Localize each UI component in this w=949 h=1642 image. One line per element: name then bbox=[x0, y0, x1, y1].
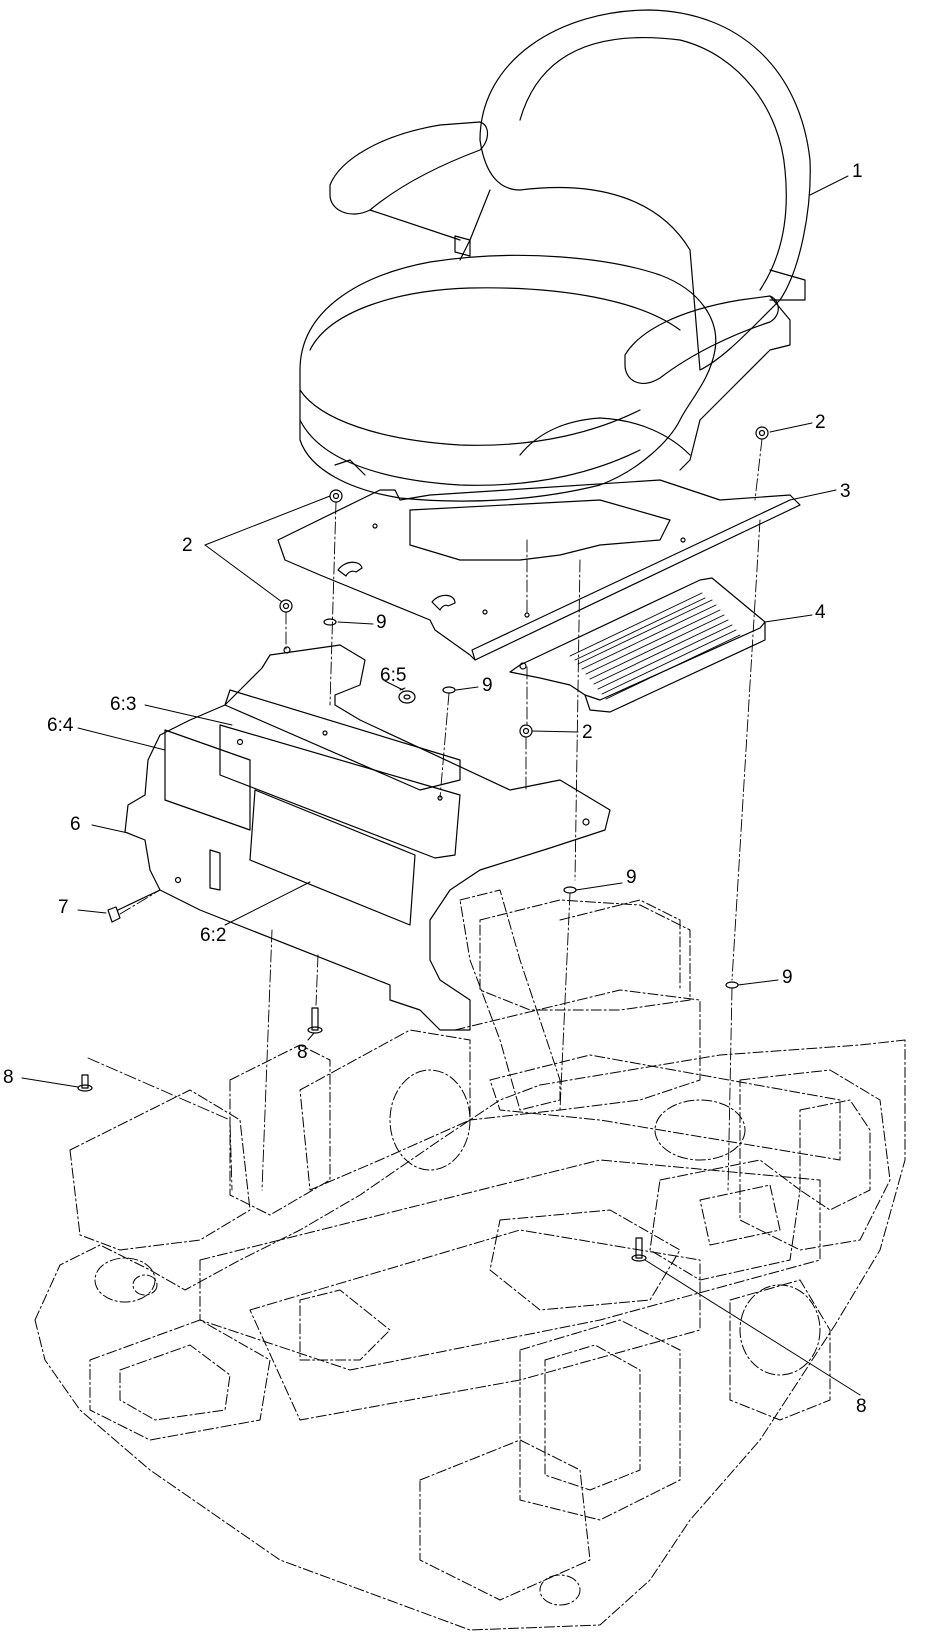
callout-6: 6 bbox=[70, 814, 81, 835]
callout-9: 9 bbox=[376, 612, 387, 633]
callout-2: 2 bbox=[582, 722, 593, 743]
machine-frame bbox=[34, 889, 906, 1631]
electrical-panel bbox=[124, 644, 611, 1031]
callout-6-5: 6:5 bbox=[380, 665, 407, 686]
callout-2: 2 bbox=[182, 535, 193, 556]
callout-6-3: 6:3 bbox=[110, 694, 137, 715]
callout-2: 2 bbox=[815, 412, 826, 433]
callout-leaders bbox=[21, 175, 861, 1396]
callout-8: 8 bbox=[3, 1067, 14, 1088]
callout-8: 8 bbox=[856, 1396, 867, 1417]
callout-6-4: 6:4 bbox=[47, 715, 74, 736]
callout-4: 4 bbox=[815, 602, 826, 623]
seat-assembly bbox=[299, 9, 811, 502]
callout-3: 3 bbox=[840, 481, 851, 502]
callout-8: 8 bbox=[297, 1042, 308, 1063]
seat-mount-plate bbox=[277, 479, 801, 661]
callout-7: 7 bbox=[58, 897, 69, 918]
vent-plate bbox=[509, 577, 766, 713]
callout-9: 9 bbox=[782, 967, 793, 988]
callout-1: 1 bbox=[852, 161, 863, 182]
callout-9: 9 bbox=[482, 675, 493, 696]
alignment-centerlines bbox=[87, 438, 763, 1191]
callout-9: 9 bbox=[626, 867, 637, 888]
callout-6-2: 6:2 bbox=[200, 925, 227, 946]
